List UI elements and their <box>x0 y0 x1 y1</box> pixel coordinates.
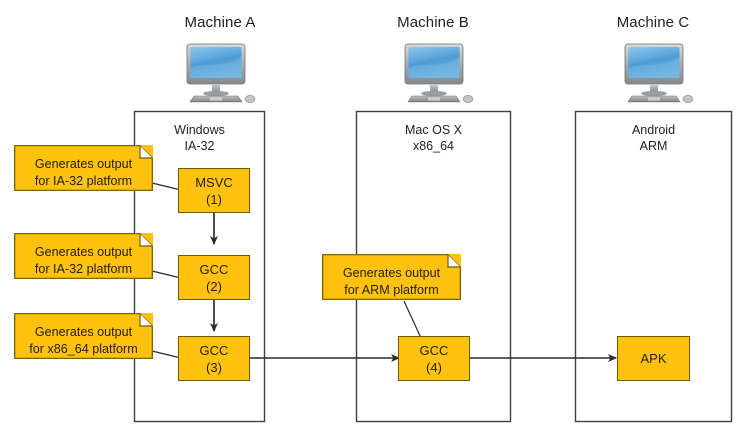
machine-c-title: Machine C <box>616 14 690 31</box>
machine-a-os-line1: Windows <box>174 123 225 137</box>
note-generates-ia32-msvc[interactable]: Generates output for IA-32 platform <box>14 145 153 191</box>
machine-b-os-label: Mac OS X x86_64 <box>356 122 511 154</box>
note-shape-4 <box>322 254 461 300</box>
machine-c-computer-icon <box>624 43 694 103</box>
node-gcc-2-line1: GCC <box>199 261 229 277</box>
node-gcc-2[interactable]: GCC (2) <box>178 255 250 300</box>
node-msvc-1-line2: (1) <box>206 191 222 207</box>
note-generates-arm-gcc4[interactable]: Generates output for ARM platform <box>322 254 461 300</box>
node-msvc-1-line1: MSVC <box>195 174 233 190</box>
machine-b-os-line2: x86_64 <box>412 139 454 153</box>
node-apk[interactable]: APK <box>617 336 690 381</box>
machine-b-os-line1: Mac OS X <box>405 123 462 137</box>
node-gcc-4-line1: GCC <box>419 342 449 358</box>
node-gcc-3-line2: (3) <box>206 359 222 375</box>
node-apk-line1: APK <box>640 351 667 366</box>
machine-c-os-line1: Android <box>631 123 676 137</box>
note-generates-ia32-gcc2[interactable]: Generates output for IA-32 platform <box>14 233 153 279</box>
node-gcc-3[interactable]: GCC (3) <box>178 336 250 381</box>
note-3-line2: for x86_64 platform <box>29 341 138 356</box>
machine-c-container <box>574 110 733 423</box>
machine-a-os-label: Windows IA-32 <box>134 122 265 154</box>
node-gcc-3-line1: GCC <box>199 342 229 358</box>
note-shape-1 <box>14 145 153 191</box>
note-shape-2 <box>14 233 153 279</box>
note-generates-x86-64-gcc3[interactable]: Generates output for x86_64 platform <box>14 313 153 359</box>
note-1-line2: for IA-32 platform <box>34 173 133 188</box>
machine-b-title: Machine B <box>397 14 469 31</box>
note-4-line1: Generates output <box>342 265 441 280</box>
note-4-line2: for ARM platform <box>344 282 439 297</box>
machine-b-computer-icon <box>404 43 474 103</box>
leader-note1-msvc1 <box>151 182 182 191</box>
machine-c-os-label: Android ARM <box>575 122 732 154</box>
machine-a-os-line2: IA-32 <box>184 139 215 153</box>
note-3-line1: Generates output <box>34 324 133 339</box>
note-1-line1: Generates output <box>34 156 133 171</box>
leader-note3-gcc3 <box>151 350 182 359</box>
node-gcc-2-line2: (2) <box>206 278 222 294</box>
machine-c-os-line2: ARM <box>639 139 668 153</box>
note-2-line2: for IA-32 platform <box>34 261 133 276</box>
note-shape-3 <box>14 313 153 359</box>
machine-a-title: Machine A <box>184 14 256 31</box>
note-2-line1: Generates output <box>34 244 133 259</box>
leader-note2-gcc2 <box>151 270 182 279</box>
node-gcc-4-line2: (4) <box>426 359 442 375</box>
machine-a-computer-icon <box>186 43 256 103</box>
leader-note4-gcc4 <box>403 300 422 339</box>
node-gcc-4[interactable]: GCC (4) <box>398 336 470 381</box>
node-msvc-1[interactable]: MSVC (1) <box>178 168 250 213</box>
